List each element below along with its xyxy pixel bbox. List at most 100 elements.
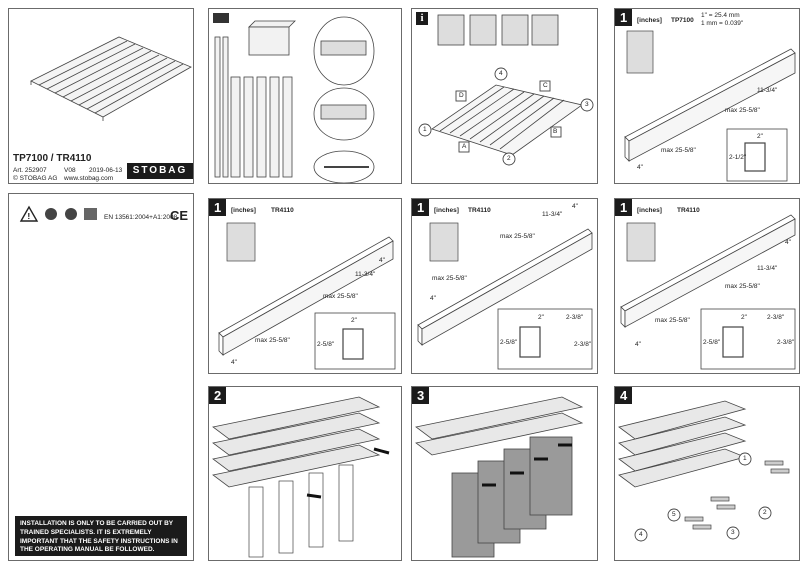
rail-drawing [417,222,593,370]
step2-panel: 2 [208,386,402,561]
step-number: 2 [209,387,227,404]
dim-2-3-8-b: 2-3/8" [777,339,795,346]
dim-11-3-4: 11-3/4" [757,265,778,272]
dim-2-5-8: 2-5/8" [500,339,518,346]
step-number: 3 [412,387,430,404]
side-d: D [459,92,464,99]
point-1: 1 [423,126,427,133]
date: 2019-06-13 [89,167,123,174]
dim-2: 2" [538,314,544,321]
point-2: 2 [507,155,511,162]
warning-icon [19,205,39,222]
rail-drawing [620,214,796,370]
dim-11-3-4: 11-3/4" [542,211,563,218]
dim-2: 2" [741,314,747,321]
step2-drawing [212,396,390,558]
step4-panel: 4 1 2 3 4 5 [614,386,800,561]
safety-icons: ! [19,205,97,222]
dim-4-bottom: 4" [635,341,641,348]
model-label: TP7100 [671,17,694,24]
step3-panel: 3 [411,386,598,561]
dim-2-3-8-a: 2-3/8" [566,314,584,321]
article-number: Art. 252907 [13,167,47,174]
product-title: TP7100 / TR4110 [13,153,92,164]
dim-max-25-5-8-b: max 25-5/8" [255,337,290,344]
dim-2: 2" [757,133,763,140]
dim-2-1-2: 2-1/2" [729,154,747,161]
dim-max-25-5-8-a: max 25-5/8" [323,293,358,300]
model-label: TR4110 [468,207,491,214]
dim-max-25-5-8-b: max 25-5/8" [655,317,690,324]
dim-4-bottom: 4" [231,359,237,366]
protective-gloves-icon [45,208,57,220]
dim-max-25-5-8-a: max 25-5/8" [725,283,760,290]
side-b: B [553,128,558,135]
norm-text: EN 13561:2004+A1:2008 [104,214,178,221]
cover-panel: TP7100 / TR4110 Art. 252907 V08 2019-06-… [8,8,194,184]
step-number: 1 [209,199,227,216]
safety-shoes-icon [65,208,77,220]
info-badge: i [416,12,428,25]
dim-4-top: 4" [379,257,385,264]
dim-4-top: 4" [785,239,791,246]
manual-icon [84,208,97,220]
dim-4: 4" [637,164,643,171]
callout-5: 5 [672,511,676,518]
dim-max-25-5-8-b: max 25-5/8" [661,147,696,154]
dim-max-25-5-8-b: max 25-5/8" [432,275,467,282]
info-panel: i 1 2 3 4 A B C D [411,8,598,184]
box-icon [213,13,229,23]
unit-label: [inches] [231,207,256,214]
model-label: TR4110 [677,207,700,214]
dim-max-25-5-8-a: max 25-5/8" [725,107,760,114]
parts-panel [208,8,402,184]
svg-text:!: ! [28,212,31,221]
dim-11-3-4: 11-3/4" [757,87,778,94]
conversion-inch: 1" = 25.4 mm [701,12,740,19]
brand-logo: STOBAG [127,163,193,179]
step-number: 4 [615,387,633,404]
dim-11-3-4: 11-3/4" [355,271,376,278]
step1-tp7100-panel: 1 [inches] TP7100 1" = 25.4 mm 1 mm = 0.… [614,8,800,184]
point-3: 3 [585,101,589,108]
dim-2-5-8: 2-5/8" [317,341,335,348]
step1-tr4110-panel-a: 1 [inches] TR4110 4" 11-3/4" max 25-5/8"… [208,198,402,374]
parts-drawing [213,13,375,183]
step4-drawing [618,400,790,542]
norms-panel: ! EN 13561:2004+A1:2008 CE INSTALLATION … [8,193,194,561]
callout-4: 4 [639,531,643,538]
rail-drawing [624,30,796,182]
step-number: 1 [615,199,633,216]
step-number: 1 [412,199,430,216]
unit-label: [inches] [637,207,662,214]
copyright: © STOBAG AG [13,175,58,182]
dim-2: 2" [351,317,357,324]
unit-label: [inches] [637,17,662,24]
dim-2-3-8-a: 2-3/8" [767,314,785,321]
dim-max-25-5-8-a: max 25-5/8" [500,233,535,240]
side-c: C [543,82,548,89]
dim-2-3-8-b: 2-3/8" [574,341,592,348]
conversion-mm: 1 mm = 0.039" [701,20,744,27]
overview-drawing [418,14,594,166]
ce-mark: CE [170,208,189,223]
step1-tr4110-panel-b: 1 [inches] TR4110 11-3/4" 4" max 25-5/8"… [411,198,598,374]
rail-drawing [218,222,396,370]
dim-2-5-8: 2-5/8" [703,339,721,346]
model-label: TR4110 [271,207,294,214]
dim-4-top: 4" [572,203,578,210]
step1-tr4110-panel-c: 1 [inches] TR4110 4" 11-3/4" max 25-5/8"… [614,198,800,374]
callout-2: 2 [763,509,767,516]
version: V08 [64,167,76,174]
website: www.stobag.com [64,175,114,182]
installation-warning: INSTALLATION IS ONLY TO BE CARRIED OUT B… [15,516,187,556]
product-illustration [30,36,192,121]
callout-1: 1 [743,455,747,462]
point-4: 4 [499,70,503,77]
step-number: 1 [615,9,633,26]
side-a: A [462,143,467,150]
dim-4-bottom: 4" [430,295,436,302]
callout-3: 3 [731,529,735,536]
step3-drawing [415,396,584,558]
unit-label: [inches] [434,207,459,214]
